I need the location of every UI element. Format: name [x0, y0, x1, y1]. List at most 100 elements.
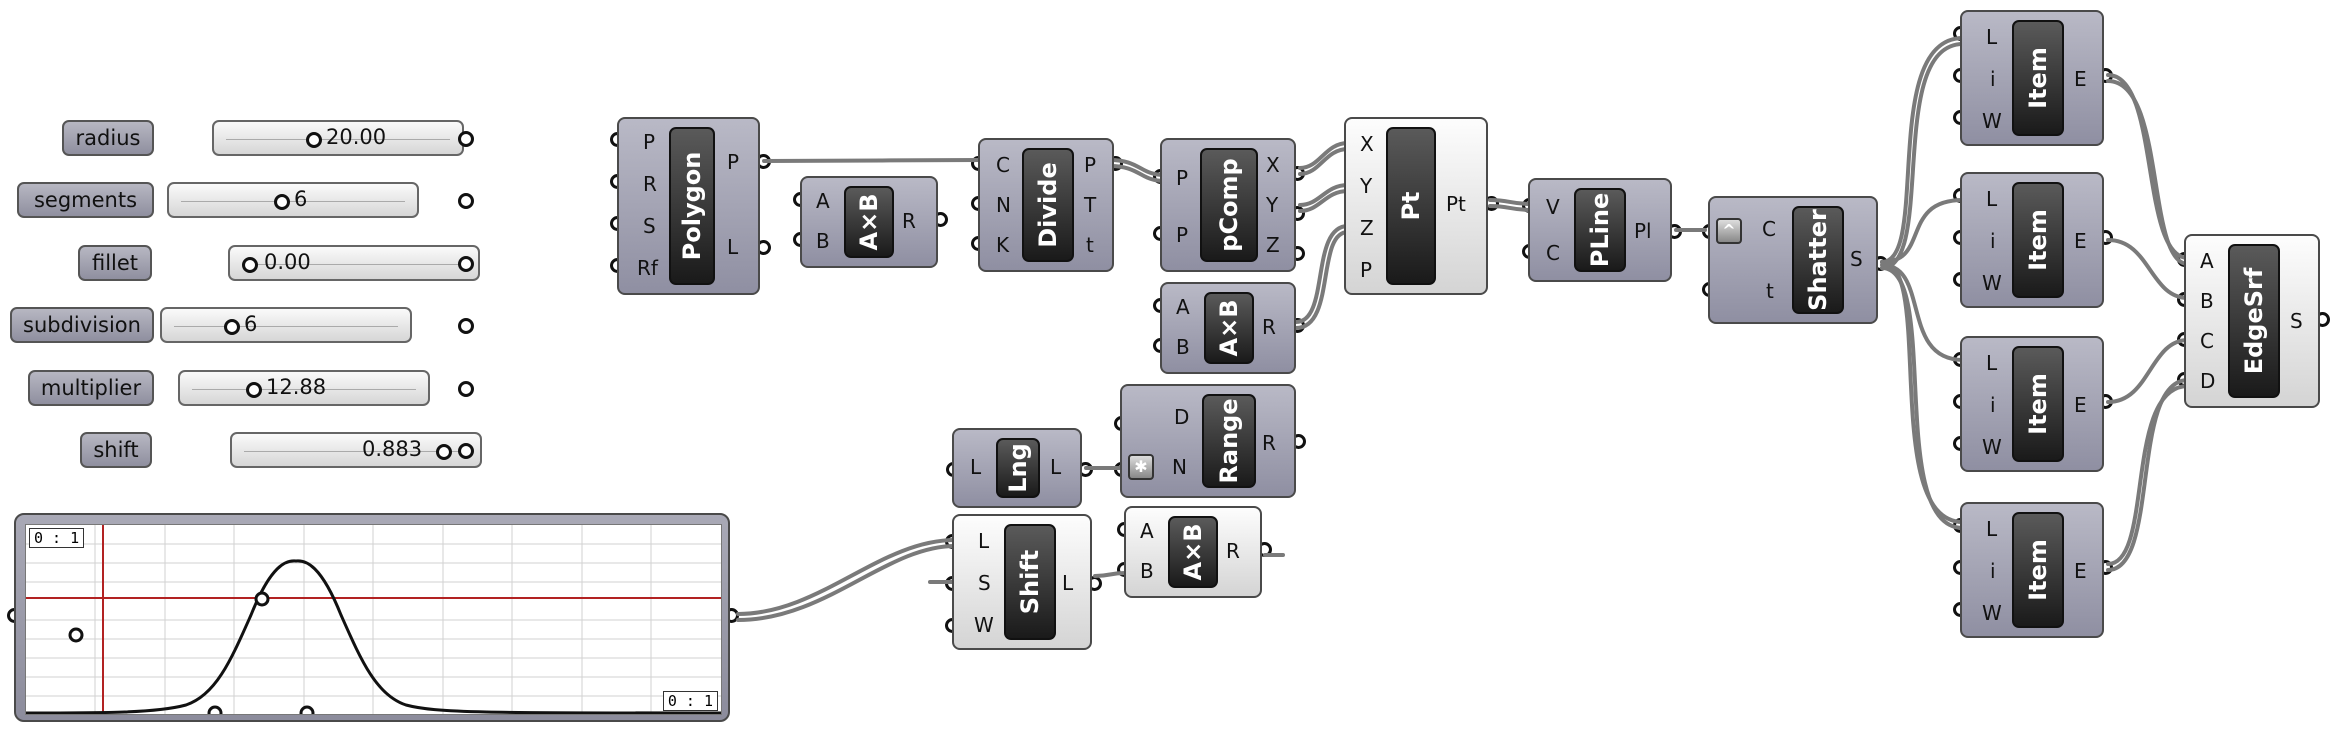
input-l[interactable]: L [1986, 25, 1998, 49]
output-r[interactable]: R [902, 209, 916, 233]
component-core[interactable]: Divide [1022, 148, 1074, 262]
output-r[interactable]: R [1226, 539, 1240, 563]
component-shift-list[interactable]: L S W Shift L [952, 514, 1092, 650]
input-p[interactable]: P [1176, 166, 1189, 190]
output-e[interactable]: E [2074, 67, 2087, 91]
graph-area[interactable]: 0 : 1 0 : 1 [25, 524, 722, 721]
component-core[interactable]: Polygon [669, 127, 715, 285]
component-list-length[interactable]: L Lng L [952, 428, 1082, 508]
output-grip[interactable] [458, 193, 474, 209]
output-e[interactable]: E [2074, 393, 2087, 417]
input-l[interactable]: L [1986, 517, 1998, 541]
component-core[interactable]: PLine [1574, 188, 1626, 272]
input-k[interactable]: K [996, 233, 1010, 257]
input-n[interactable]: N [996, 193, 1011, 217]
component-core[interactable]: A×B [844, 186, 894, 258]
component-core[interactable]: Item [2012, 182, 2064, 298]
component-core[interactable]: A×B [1168, 516, 1218, 588]
component-core[interactable]: pComp [1200, 148, 1258, 262]
slider-knob[interactable] [436, 444, 452, 460]
component-core[interactable]: Shatter [1792, 206, 1844, 314]
input-l[interactable]: L [1986, 187, 1998, 211]
input-p[interactable]: P [1360, 258, 1373, 282]
slider-knob[interactable] [306, 132, 322, 148]
input-c[interactable]: C [2200, 329, 2214, 353]
slider-knob[interactable] [224, 319, 240, 335]
input-b[interactable]: B [1140, 559, 1154, 583]
component-core[interactable]: Lng [996, 438, 1040, 498]
input-d[interactable]: D [2200, 369, 2216, 393]
input-c[interactable]: C [1762, 217, 1776, 241]
slider-shift[interactable]: shift 0.883 [80, 432, 482, 468]
input-r[interactable]: R [643, 172, 657, 196]
output-r[interactable]: R [1262, 431, 1276, 455]
component-core[interactable]: Pt [1386, 127, 1436, 285]
output-s[interactable]: S [1850, 247, 1863, 271]
input-i[interactable]: i [1990, 229, 1996, 253]
output-p[interactable]: P [1084, 153, 1097, 177]
input-a[interactable]: A [816, 189, 830, 213]
output-r[interactable]: R [1262, 315, 1276, 339]
output-grip[interactable] [458, 131, 474, 147]
slider-track-body[interactable]: 0.00 [228, 245, 480, 281]
input-c[interactable]: C [1546, 241, 1560, 265]
input-n[interactable]: N [1172, 455, 1187, 479]
output-p[interactable]: P [727, 150, 740, 174]
component-multiply[interactable]: A B A×B R [800, 176, 938, 268]
input-w[interactable]: W [1982, 601, 2002, 625]
output-l[interactable]: L [1050, 455, 1062, 479]
output-l[interactable]: L [1062, 571, 1074, 595]
component-core[interactable]: Item [2012, 20, 2064, 136]
component-edgesrf[interactable]: A B C D EdgeSrf S [2184, 234, 2320, 408]
slider-knob[interactable] [246, 382, 262, 398]
output-l[interactable]: L [727, 235, 739, 259]
slider-fillet[interactable]: fillet 0.00 [78, 245, 480, 281]
slider-subdivision[interactable]: subdivision 6 [10, 307, 474, 343]
input-z[interactable]: Z [1360, 216, 1374, 240]
component-multiply[interactable]: A B A×B R [1124, 506, 1262, 598]
component-list-item[interactable]: L i W Item E [1960, 172, 2104, 308]
slider-multiplier[interactable]: multiplier 12.88 [28, 370, 474, 406]
input-c[interactable]: C [996, 153, 1010, 177]
component-list-item[interactable]: L i W Item E [1960, 502, 2104, 638]
component-divide[interactable]: C N K Divide P T t [978, 138, 1114, 272]
output-grip[interactable] [458, 318, 474, 334]
component-pline[interactable]: V C PLine Pl [1528, 178, 1672, 282]
input-s[interactable]: S [643, 214, 656, 238]
input-i[interactable]: i [1990, 393, 1996, 417]
output-e[interactable]: E [2074, 229, 2087, 253]
input-w[interactable]: W [1982, 271, 2002, 295]
component-range[interactable]: D ✱ N Range R [1120, 384, 1296, 498]
input-v[interactable]: V [1546, 195, 1560, 219]
input-d[interactable]: D [1174, 405, 1190, 429]
slider-track-body[interactable]: 20.00 [212, 120, 464, 156]
component-list-item[interactable]: L i W Item E [1960, 336, 2104, 472]
input-l[interactable]: L [970, 455, 982, 479]
slider-track-body[interactable]: 6 [160, 307, 412, 343]
slider-knob[interactable] [274, 194, 290, 210]
input-l[interactable]: L [1986, 351, 1998, 375]
component-pcomp[interactable]: P P pComp X Y Z [1160, 138, 1296, 272]
input-a[interactable]: A [1140, 519, 1154, 543]
component-multiply[interactable]: A B A×B R [1160, 282, 1296, 374]
output-pl[interactable]: Pl [1634, 219, 1652, 243]
input-l[interactable]: L [978, 529, 990, 553]
input-i[interactable]: i [1990, 67, 1996, 91]
component-core[interactable]: Item [2012, 346, 2064, 462]
output-grip[interactable] [458, 381, 474, 397]
input-w[interactable]: W [1982, 109, 2002, 133]
output-y[interactable]: Y [1266, 193, 1279, 217]
slider-track-body[interactable]: 0.883 [230, 432, 482, 468]
input-a[interactable]: A [2200, 249, 2214, 273]
input-p-2[interactable]: P [1176, 223, 1189, 247]
input-i[interactable]: i [1990, 559, 1996, 583]
slider-track-body[interactable]: 6 [167, 182, 419, 218]
output-grip[interactable] [458, 443, 474, 459]
input-t[interactable]: t [1766, 279, 1774, 303]
input-w[interactable]: W [974, 613, 994, 637]
component-core[interactable]: Range [1202, 394, 1256, 488]
output-z[interactable]: Z [1266, 233, 1280, 257]
output-e[interactable]: E [2074, 559, 2087, 583]
slider-knob[interactable] [242, 257, 258, 273]
